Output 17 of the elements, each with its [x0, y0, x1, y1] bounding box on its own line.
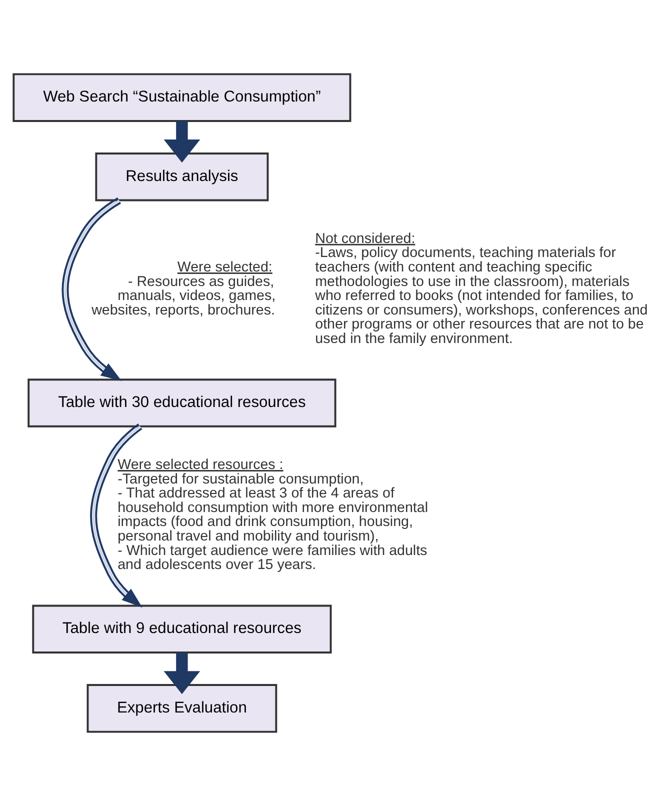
node-box: Web Search “Sustainable Consumption”: [12, 73, 352, 122]
arrow: [164, 121, 200, 163]
label: -Targeted for sustainable consumption,: [118, 471, 364, 488]
label: Were selected:: [177, 259, 272, 276]
node-box: Experts Evaluation: [86, 684, 278, 733]
arrow: [62, 197, 122, 381]
label: - Resources as guides, manuals, videos, games, websites, reports, brochures.: [92, 274, 276, 318]
node-box: Table with 9 educational resources: [32, 604, 332, 654]
label: Not considered:: [315, 230, 416, 247]
node-box: Table with 30 educational resources: [28, 378, 336, 428]
label: - Which target audience were families with adults and adolescents over 15 years.: [118, 542, 428, 574]
arrow: [164, 652, 200, 694]
arrow: [90, 424, 142, 608]
label: - That addressed at least 3 of the 4 areas of household consumption with more environmental impacts (food and drink consumption, housing, personal travel and mobility and tourism),: [118, 486, 428, 544]
label: -Laws, policy documents, teaching materials for teachers (with content and teaching specific methodologies to use in the classroom), materials who referred to books (not intended for families, to citizens or consumers), workshops, conferences and other programs or other resources that are not to be used in the family environment.: [315, 245, 648, 347]
label: Were selected resources :: [118, 457, 284, 474]
node-box: Results analysis: [95, 152, 269, 202]
